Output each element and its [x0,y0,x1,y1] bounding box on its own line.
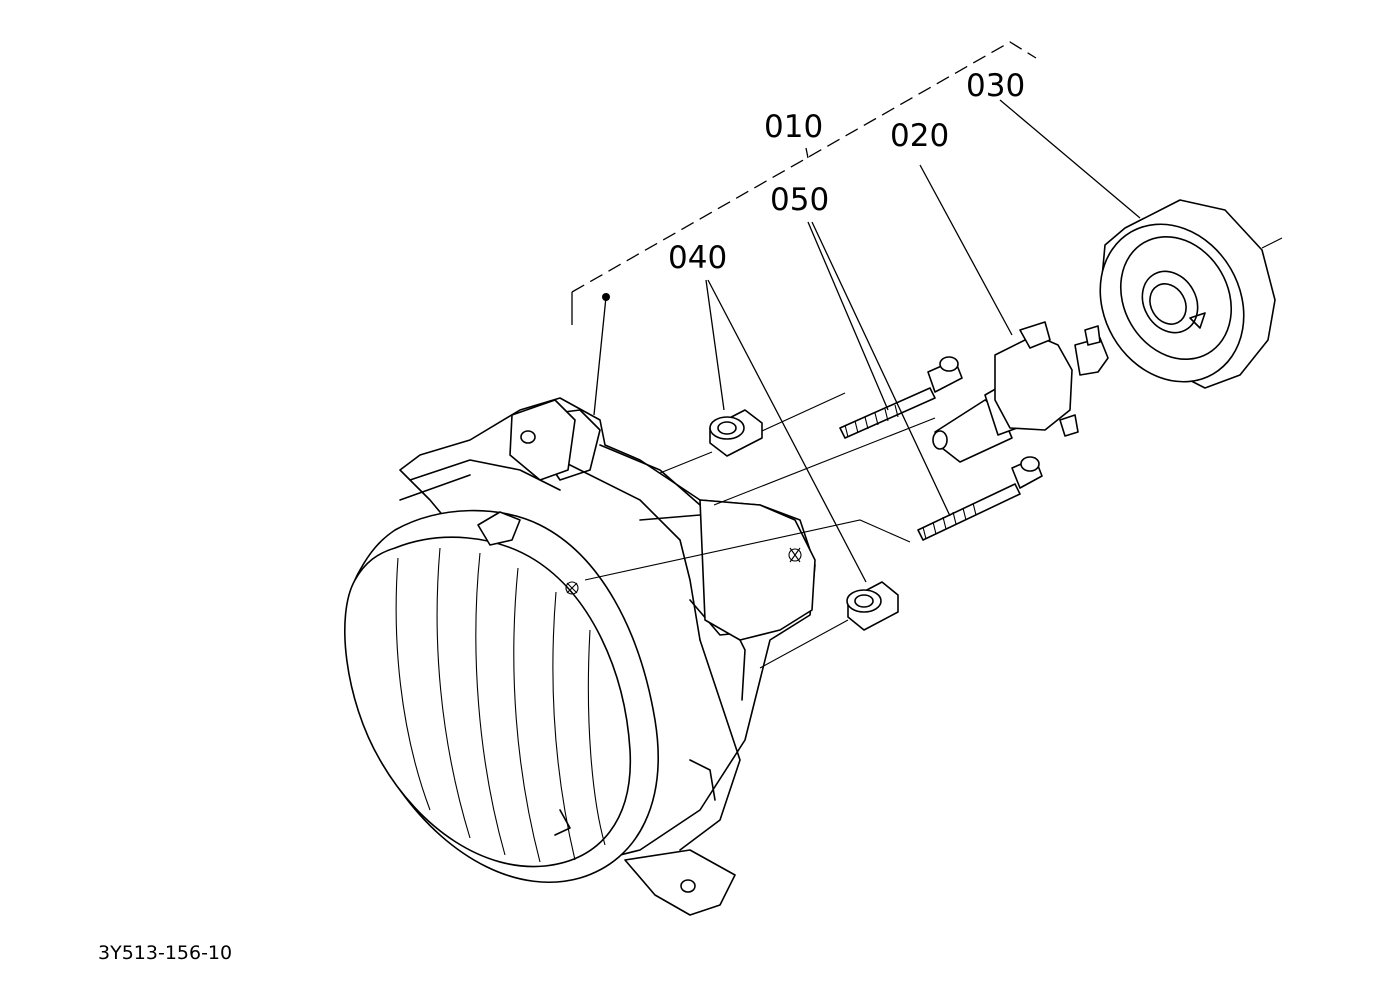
callout-010: 010 [764,109,823,145]
callout-050: 050 [770,182,829,218]
leader-lines [593,99,1141,583]
sleeve-upper [709,409,763,457]
callout-030: 030 [966,68,1025,104]
bolt-lower [917,456,1043,541]
drawing-number: 3Y513-156-10 [98,942,233,964]
assembly-bracket [571,41,1037,293]
headlamp-lens [344,509,659,883]
rubber-cap [1099,199,1276,389]
callout-020: 020 [890,118,949,154]
bulb-socket [565,499,816,641]
axis-lines [584,237,1283,669]
callout-040: 040 [668,240,727,276]
bolt-upper [839,356,963,439]
bulb [932,321,1109,463]
sleeve-lower [846,581,899,631]
